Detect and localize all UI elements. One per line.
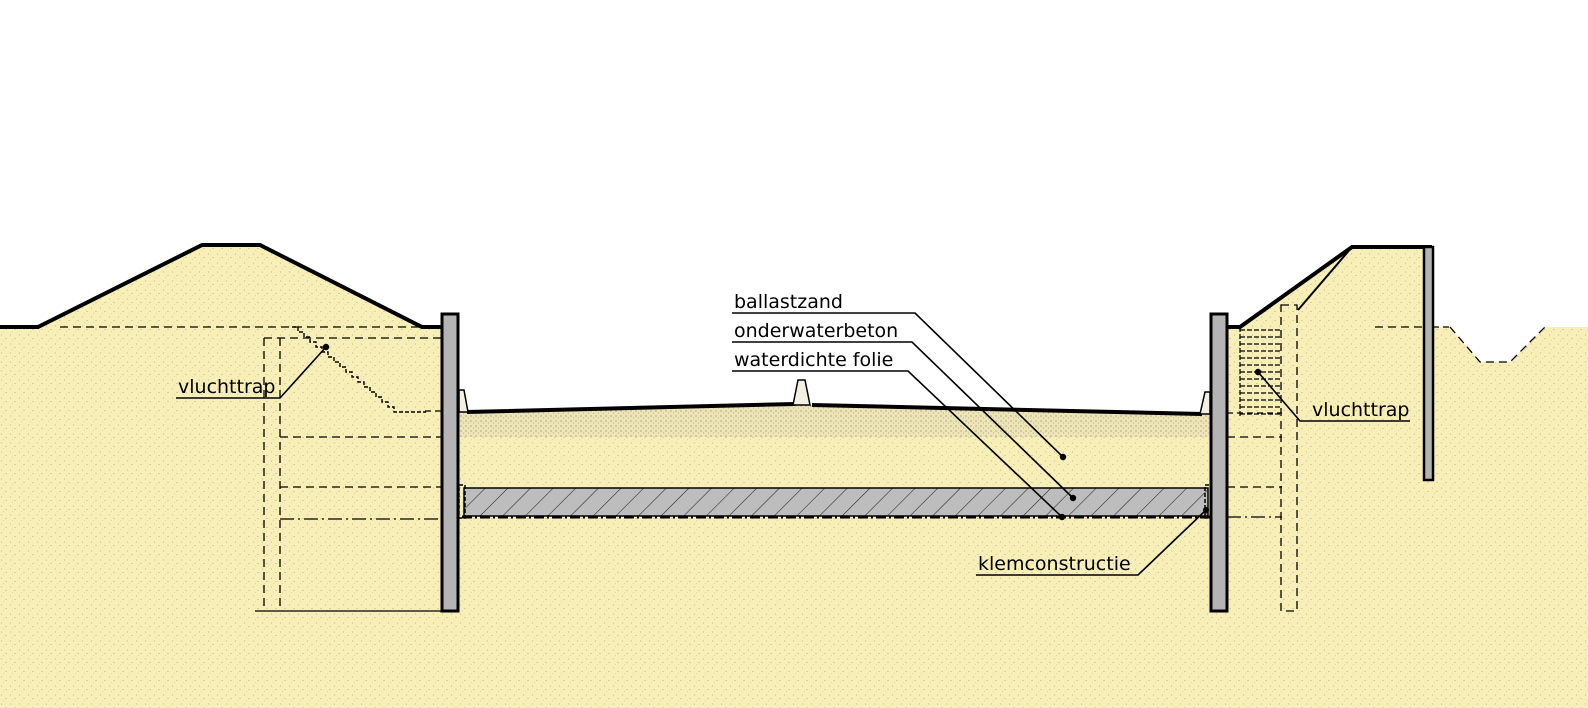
leader-dots bbox=[322, 343, 1262, 521]
label-onderwaterbeton: onderwaterbeton bbox=[734, 320, 898, 342]
central-barrier bbox=[792, 379, 811, 406]
onderwaterbeton-layer bbox=[463, 487, 1209, 517]
right-sheet-pile bbox=[1209, 312, 1229, 613]
leader-waterdichte-folie bbox=[732, 370, 1063, 518]
far-right-wall bbox=[1422, 245, 1435, 482]
left-reference-lines bbox=[60, 326, 442, 612]
label-klemconstructie: klemconstructie bbox=[978, 553, 1131, 575]
right-escape-stairs bbox=[1239, 327, 1280, 416]
leader-onderwaterbeton bbox=[732, 341, 1074, 499]
leader-ballastzand bbox=[732, 312, 1064, 458]
left-sheet-pile bbox=[440, 312, 460, 613]
leader-klemconstructie bbox=[976, 509, 1207, 576]
right-reference-lines bbox=[1227, 304, 1546, 612]
road-surface bbox=[466, 402, 1203, 416]
left-escape-stairs bbox=[292, 326, 426, 413]
label-waterdichte-folie: waterdichte folie bbox=[734, 349, 893, 371]
leader-vluchttrap-left bbox=[176, 346, 327, 399]
klem-right bbox=[1204, 484, 1212, 519]
ballastzand-layer bbox=[459, 405, 1210, 437]
leader-vluchttrap-right bbox=[1257, 371, 1410, 422]
leader-lines bbox=[176, 312, 1410, 576]
label-ballastzand: ballastzand bbox=[734, 291, 843, 313]
label-vluchttrap-right: vluchttrap bbox=[1312, 399, 1409, 421]
right-embankment-outline bbox=[1228, 245, 1432, 329]
label-vluchttrap-left: vluchttrap bbox=[178, 376, 275, 398]
